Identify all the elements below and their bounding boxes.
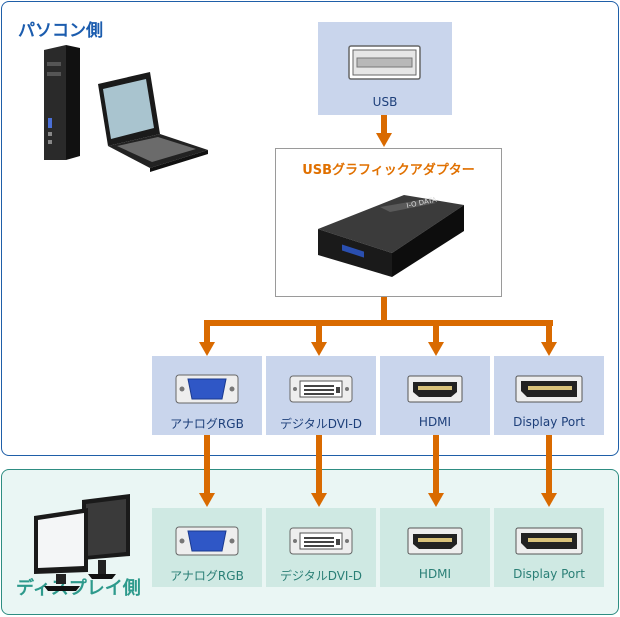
hdmi-connector-icon xyxy=(407,527,463,555)
dual-monitor-icon xyxy=(34,494,130,591)
adapter-title: USBグラフィックアダプター xyxy=(302,163,475,178)
display-side-title: ディスプレイ側 xyxy=(16,578,141,599)
usb-graphics-adapter-box: USBグラフィックアダプター I-O DATA xyxy=(275,148,502,297)
usb-adapter-device-icon: I-O DATA xyxy=(318,195,464,277)
port-label: HDMI xyxy=(418,415,452,429)
desktop-tower-icon xyxy=(44,45,80,160)
laptop-icon xyxy=(98,72,208,172)
pc-port-displayport: Display Port xyxy=(494,356,604,435)
dvi-connector-icon xyxy=(289,527,353,555)
display-port-dvi-d: デジタルDVI-D xyxy=(266,508,376,587)
port-label: アナログRGB xyxy=(170,569,244,583)
port-label: HDMI xyxy=(418,567,452,581)
display-port-displayport: Display Port xyxy=(494,508,604,587)
pc-port-dvi-d: デジタルDVI-D xyxy=(266,356,376,435)
port-label: Display Port xyxy=(513,415,585,429)
displayport-connector-icon xyxy=(515,375,583,403)
vga-connector-icon xyxy=(175,374,239,404)
port-label: アナログRGB xyxy=(170,417,244,431)
port-label: デジタルDVI-D xyxy=(279,417,363,431)
pc-port-hdmi: HDMI xyxy=(380,356,490,435)
vga-connector-icon xyxy=(175,526,239,556)
display-port-analog-rgb: アナログRGB xyxy=(152,508,262,587)
pc-port-analog-rgb: アナログRGB xyxy=(152,356,262,435)
usb-port-box: USB xyxy=(318,22,452,115)
usb-label: USB xyxy=(372,95,398,109)
hdmi-connector-icon xyxy=(407,375,463,403)
pc-side-title: パソコン側 xyxy=(18,21,103,41)
port-label: デジタルDVI-D xyxy=(279,569,363,583)
displayport-connector-icon xyxy=(515,527,583,555)
dvi-connector-icon xyxy=(289,375,353,403)
display-port-hdmi: HDMI xyxy=(380,508,490,587)
usb-port-icon xyxy=(348,45,421,80)
port-label: Display Port xyxy=(513,567,585,581)
